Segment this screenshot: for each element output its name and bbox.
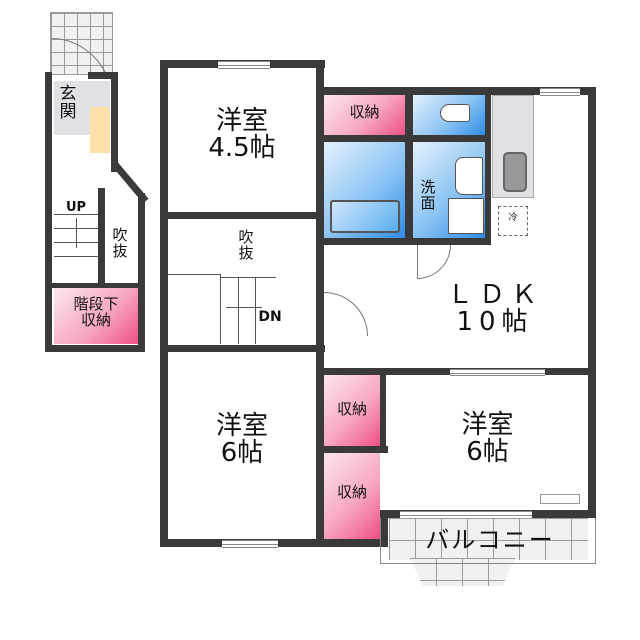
bathtub-icon <box>330 200 400 233</box>
wall <box>316 135 488 142</box>
ldk-label: ＬＤＫ 10帖 <box>446 280 543 338</box>
refrigerator-space <box>498 206 528 236</box>
wall <box>380 510 388 547</box>
shuno-top-label: 収納 <box>349 103 380 121</box>
wall <box>485 87 491 242</box>
senmen-label: 洗 面 <box>420 178 436 212</box>
balcony-floor <box>389 518 588 560</box>
wall <box>380 368 386 448</box>
wall <box>316 60 324 95</box>
wall <box>45 345 145 352</box>
wall <box>160 212 325 219</box>
kitchen-sink-icon <box>503 152 527 192</box>
window[interactable] <box>222 540 278 548</box>
storage-mid <box>324 375 380 446</box>
wall <box>160 60 168 547</box>
storage-top <box>324 95 405 135</box>
dn-label: DN <box>258 309 282 325</box>
hall-door-swing[interactable] <box>324 292 368 336</box>
balcony-bay <box>410 558 515 586</box>
wall <box>405 87 413 242</box>
wall <box>316 446 388 453</box>
stairs-up[interactable] <box>54 200 98 280</box>
washing-machine-icon <box>448 198 484 234</box>
up-label: UP <box>65 200 87 215</box>
wall <box>316 238 491 245</box>
shuno-bottom-label: 収納 <box>336 483 367 501</box>
storage-bottom <box>324 453 380 539</box>
shoe-cabinet <box>90 107 110 153</box>
ac-unit <box>540 494 580 504</box>
wall <box>52 283 138 288</box>
wall <box>316 87 324 547</box>
wall <box>88 72 118 79</box>
fukinuke-center-label: 吹 抜 <box>238 228 254 262</box>
genkan-label: 玄 関 <box>59 84 77 122</box>
wall <box>98 188 105 288</box>
kaidanshita-storage <box>54 288 138 344</box>
kaidanshita-label: 階段下 収納 <box>73 295 119 329</box>
refrigerator-label: 冷 <box>508 213 518 223</box>
wall <box>588 87 596 515</box>
stairs-down[interactable] <box>168 219 276 345</box>
balcony-label: バルコニー <box>425 526 555 554</box>
fukinuke-left-label: 吹 抜 <box>112 226 128 260</box>
youshitsu-45-label: 洋室 4.5帖 <box>208 106 276 164</box>
window[interactable] <box>450 369 545 376</box>
window[interactable] <box>540 88 580 96</box>
wall <box>111 72 118 172</box>
sink-icon <box>455 157 483 195</box>
toilet-icon <box>440 104 470 122</box>
window[interactable] <box>218 61 270 69</box>
shuno-mid-label: 収納 <box>336 400 367 418</box>
youshitsu-6-right-label: 洋室 6帖 <box>461 410 514 468</box>
ldk-door-swing[interactable] <box>417 245 451 279</box>
wall <box>45 72 52 350</box>
balcony-outline <box>380 518 596 564</box>
wall <box>160 345 325 352</box>
wall <box>316 87 596 95</box>
wall <box>138 193 145 350</box>
youshitsu-6-left-label: 洋室 6帖 <box>215 411 268 469</box>
